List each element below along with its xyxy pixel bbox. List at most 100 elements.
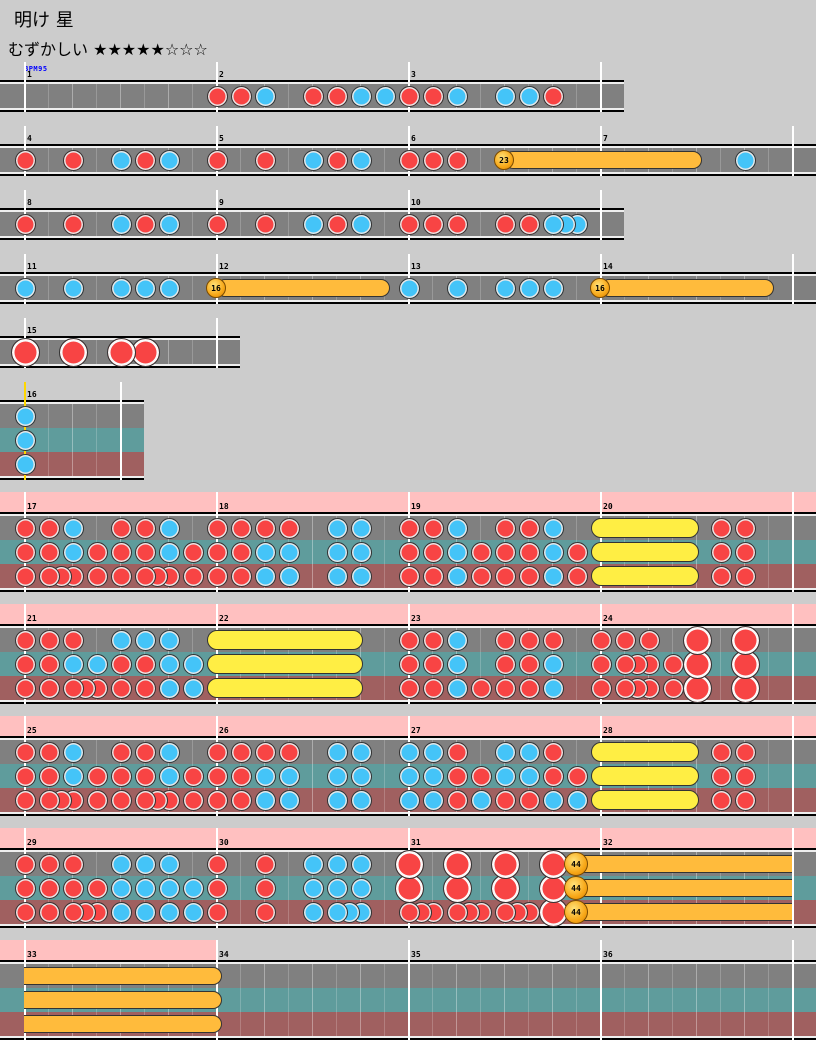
- don-note: [134, 565, 156, 587]
- measure-number: 13: [411, 262, 421, 271]
- ka-note: [446, 677, 468, 699]
- measure-number: 24: [603, 614, 613, 623]
- ka-note: [542, 541, 564, 563]
- don-note: [62, 677, 84, 699]
- don-note: [254, 741, 276, 763]
- ka-note: [446, 85, 468, 107]
- measure-line: [24, 62, 26, 112]
- don-note: [254, 517, 276, 539]
- don-note: [710, 741, 732, 763]
- don-note: [62, 853, 84, 875]
- beat-gridline: [480, 148, 481, 172]
- don-note: [230, 789, 252, 811]
- beat-gridline: [480, 964, 481, 1036]
- don-note: [230, 85, 252, 107]
- don-note: [710, 789, 732, 811]
- kusudama-bar: [24, 991, 222, 1009]
- beat-gridline: [120, 84, 121, 108]
- ka-note: [158, 541, 180, 563]
- don-note: [710, 517, 732, 539]
- ka-note: [326, 517, 348, 539]
- ka-note: [518, 85, 540, 107]
- kusudama-bar: [24, 967, 222, 985]
- don-note: [518, 517, 540, 539]
- big-don-note: [538, 849, 568, 879]
- ka-note: [326, 565, 348, 587]
- don-note: [230, 517, 252, 539]
- big-don-note: [490, 849, 520, 879]
- ka-note: [398, 741, 420, 763]
- balloon-head-icon: 16: [590, 278, 610, 298]
- balloon-hit-count: 16: [595, 283, 605, 293]
- beat-gridline: [672, 964, 673, 1036]
- ka-note: [110, 149, 132, 171]
- don-note: [14, 901, 36, 923]
- don-note: [494, 541, 516, 563]
- ka-note: [350, 789, 372, 811]
- kusudama-bar: [576, 879, 792, 897]
- ka-note: [542, 213, 564, 235]
- balloon-hit-count: 23: [499, 155, 509, 165]
- ka-note: [134, 901, 156, 923]
- measure-line: [408, 940, 410, 1040]
- don-note: [38, 541, 60, 563]
- don-note: [254, 901, 276, 923]
- ka-note: [398, 789, 420, 811]
- beat-gridline: [768, 148, 769, 172]
- don-note: [734, 789, 756, 811]
- don-note: [38, 741, 60, 763]
- don-note: [494, 213, 516, 235]
- don-note: [38, 565, 60, 587]
- beat-gridline: [288, 852, 289, 924]
- beat-gridline: [576, 276, 577, 300]
- don-note: [470, 541, 492, 563]
- big-don-note: [58, 337, 88, 367]
- don-note: [110, 677, 132, 699]
- beat-gridline: [504, 964, 505, 1036]
- lane-border-bottom: [0, 478, 144, 480]
- measure-number: 28: [603, 726, 613, 735]
- beat-gridline: [720, 964, 721, 1036]
- don-note: [14, 629, 36, 651]
- beat-gridline: [432, 276, 433, 300]
- don-note: [446, 901, 468, 923]
- big-don-note: [10, 337, 40, 367]
- don-note: [446, 149, 468, 171]
- drumroll-bar: [591, 566, 699, 586]
- don-note: [14, 741, 36, 763]
- measure-number: 11: [27, 262, 37, 271]
- measure-number: 8: [27, 198, 32, 207]
- don-note: [518, 213, 540, 235]
- ka-note: [110, 213, 132, 235]
- measure-line: [600, 62, 602, 112]
- ka-note: [158, 277, 180, 299]
- beat-gridline: [96, 148, 97, 172]
- measure-number: 29: [27, 838, 37, 847]
- don-note: [38, 789, 60, 811]
- ka-note: [62, 741, 84, 763]
- measure-number: 25: [27, 726, 37, 735]
- don-note: [62, 213, 84, 235]
- ka-note: [62, 277, 84, 299]
- measure-line: [792, 254, 794, 304]
- don-note: [422, 653, 444, 675]
- ka-note: [254, 565, 276, 587]
- measure-number: 19: [411, 502, 421, 511]
- ka-note: [326, 789, 348, 811]
- beat-gridline: [288, 212, 289, 236]
- measure-number: 6: [411, 134, 416, 143]
- ka-note: [518, 277, 540, 299]
- beat-gridline: [72, 84, 73, 108]
- ka-note: [374, 85, 396, 107]
- ka-note: [14, 277, 36, 299]
- measure-number: 5: [219, 134, 224, 143]
- measure-number: 14: [603, 262, 613, 271]
- ka-note: [566, 789, 588, 811]
- ka-note: [302, 149, 324, 171]
- don-note: [614, 677, 636, 699]
- ka-note: [494, 277, 516, 299]
- ka-note: [134, 877, 156, 899]
- don-note: [182, 765, 204, 787]
- beat-gridline: [312, 516, 313, 588]
- measure-line: [24, 940, 26, 1040]
